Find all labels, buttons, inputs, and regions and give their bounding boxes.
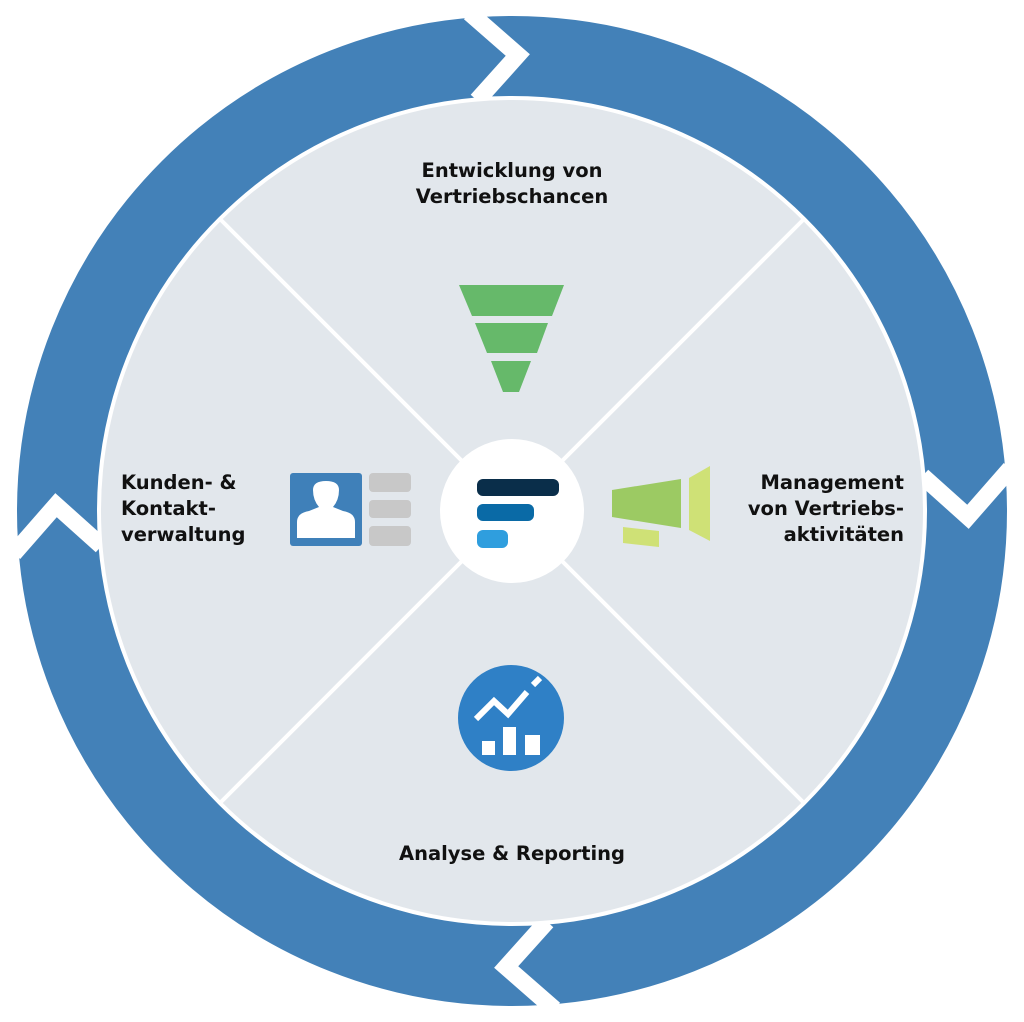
contact-card-icon [290, 473, 411, 546]
bar [482, 741, 495, 755]
funnel-tier [459, 285, 564, 316]
contact-line [369, 473, 411, 492]
logo-bar [477, 530, 508, 548]
contact-line [369, 500, 411, 518]
cycle-arrow-chevron [494, 915, 561, 1016]
cycle-arrows [7, 6, 1017, 1016]
logo-bar [477, 504, 534, 521]
segment-label-right: Management von Vertriebs- aktivitäten [747, 471, 904, 546]
analytics-badge [458, 665, 564, 771]
funnel-tier [475, 323, 548, 353]
megaphone-body [612, 479, 681, 528]
bar [525, 735, 540, 755]
cycle-arrow-chevron [916, 462, 1017, 529]
megaphone-bell [689, 466, 710, 541]
cycle-arrow-chevron [463, 6, 530, 107]
segment-label-top: Entwicklung von Vertriebschancen [415, 159, 609, 208]
trend-arrow-tip [530, 675, 543, 688]
segment-label-bottom: Analyse & Reporting [398, 842, 625, 865]
logo-bar [477, 479, 559, 496]
megaphone-handle [623, 527, 659, 547]
megaphone-icon [612, 466, 710, 547]
cycle-ring [7, 6, 1017, 1016]
cycle-arrow-chevron [7, 493, 108, 560]
trend-line [473, 690, 530, 722]
segment-label-left: Kunden- & Kontakt- verwaltung [121, 471, 246, 546]
logo-bars-icon [477, 479, 559, 548]
funnel-tier [491, 361, 531, 392]
bar [503, 727, 516, 755]
sales-funnel-icon [459, 285, 564, 392]
person-silhouette-icon [297, 481, 355, 538]
contact-line [369, 526, 411, 546]
analytics-chart-icon [458, 665, 564, 771]
